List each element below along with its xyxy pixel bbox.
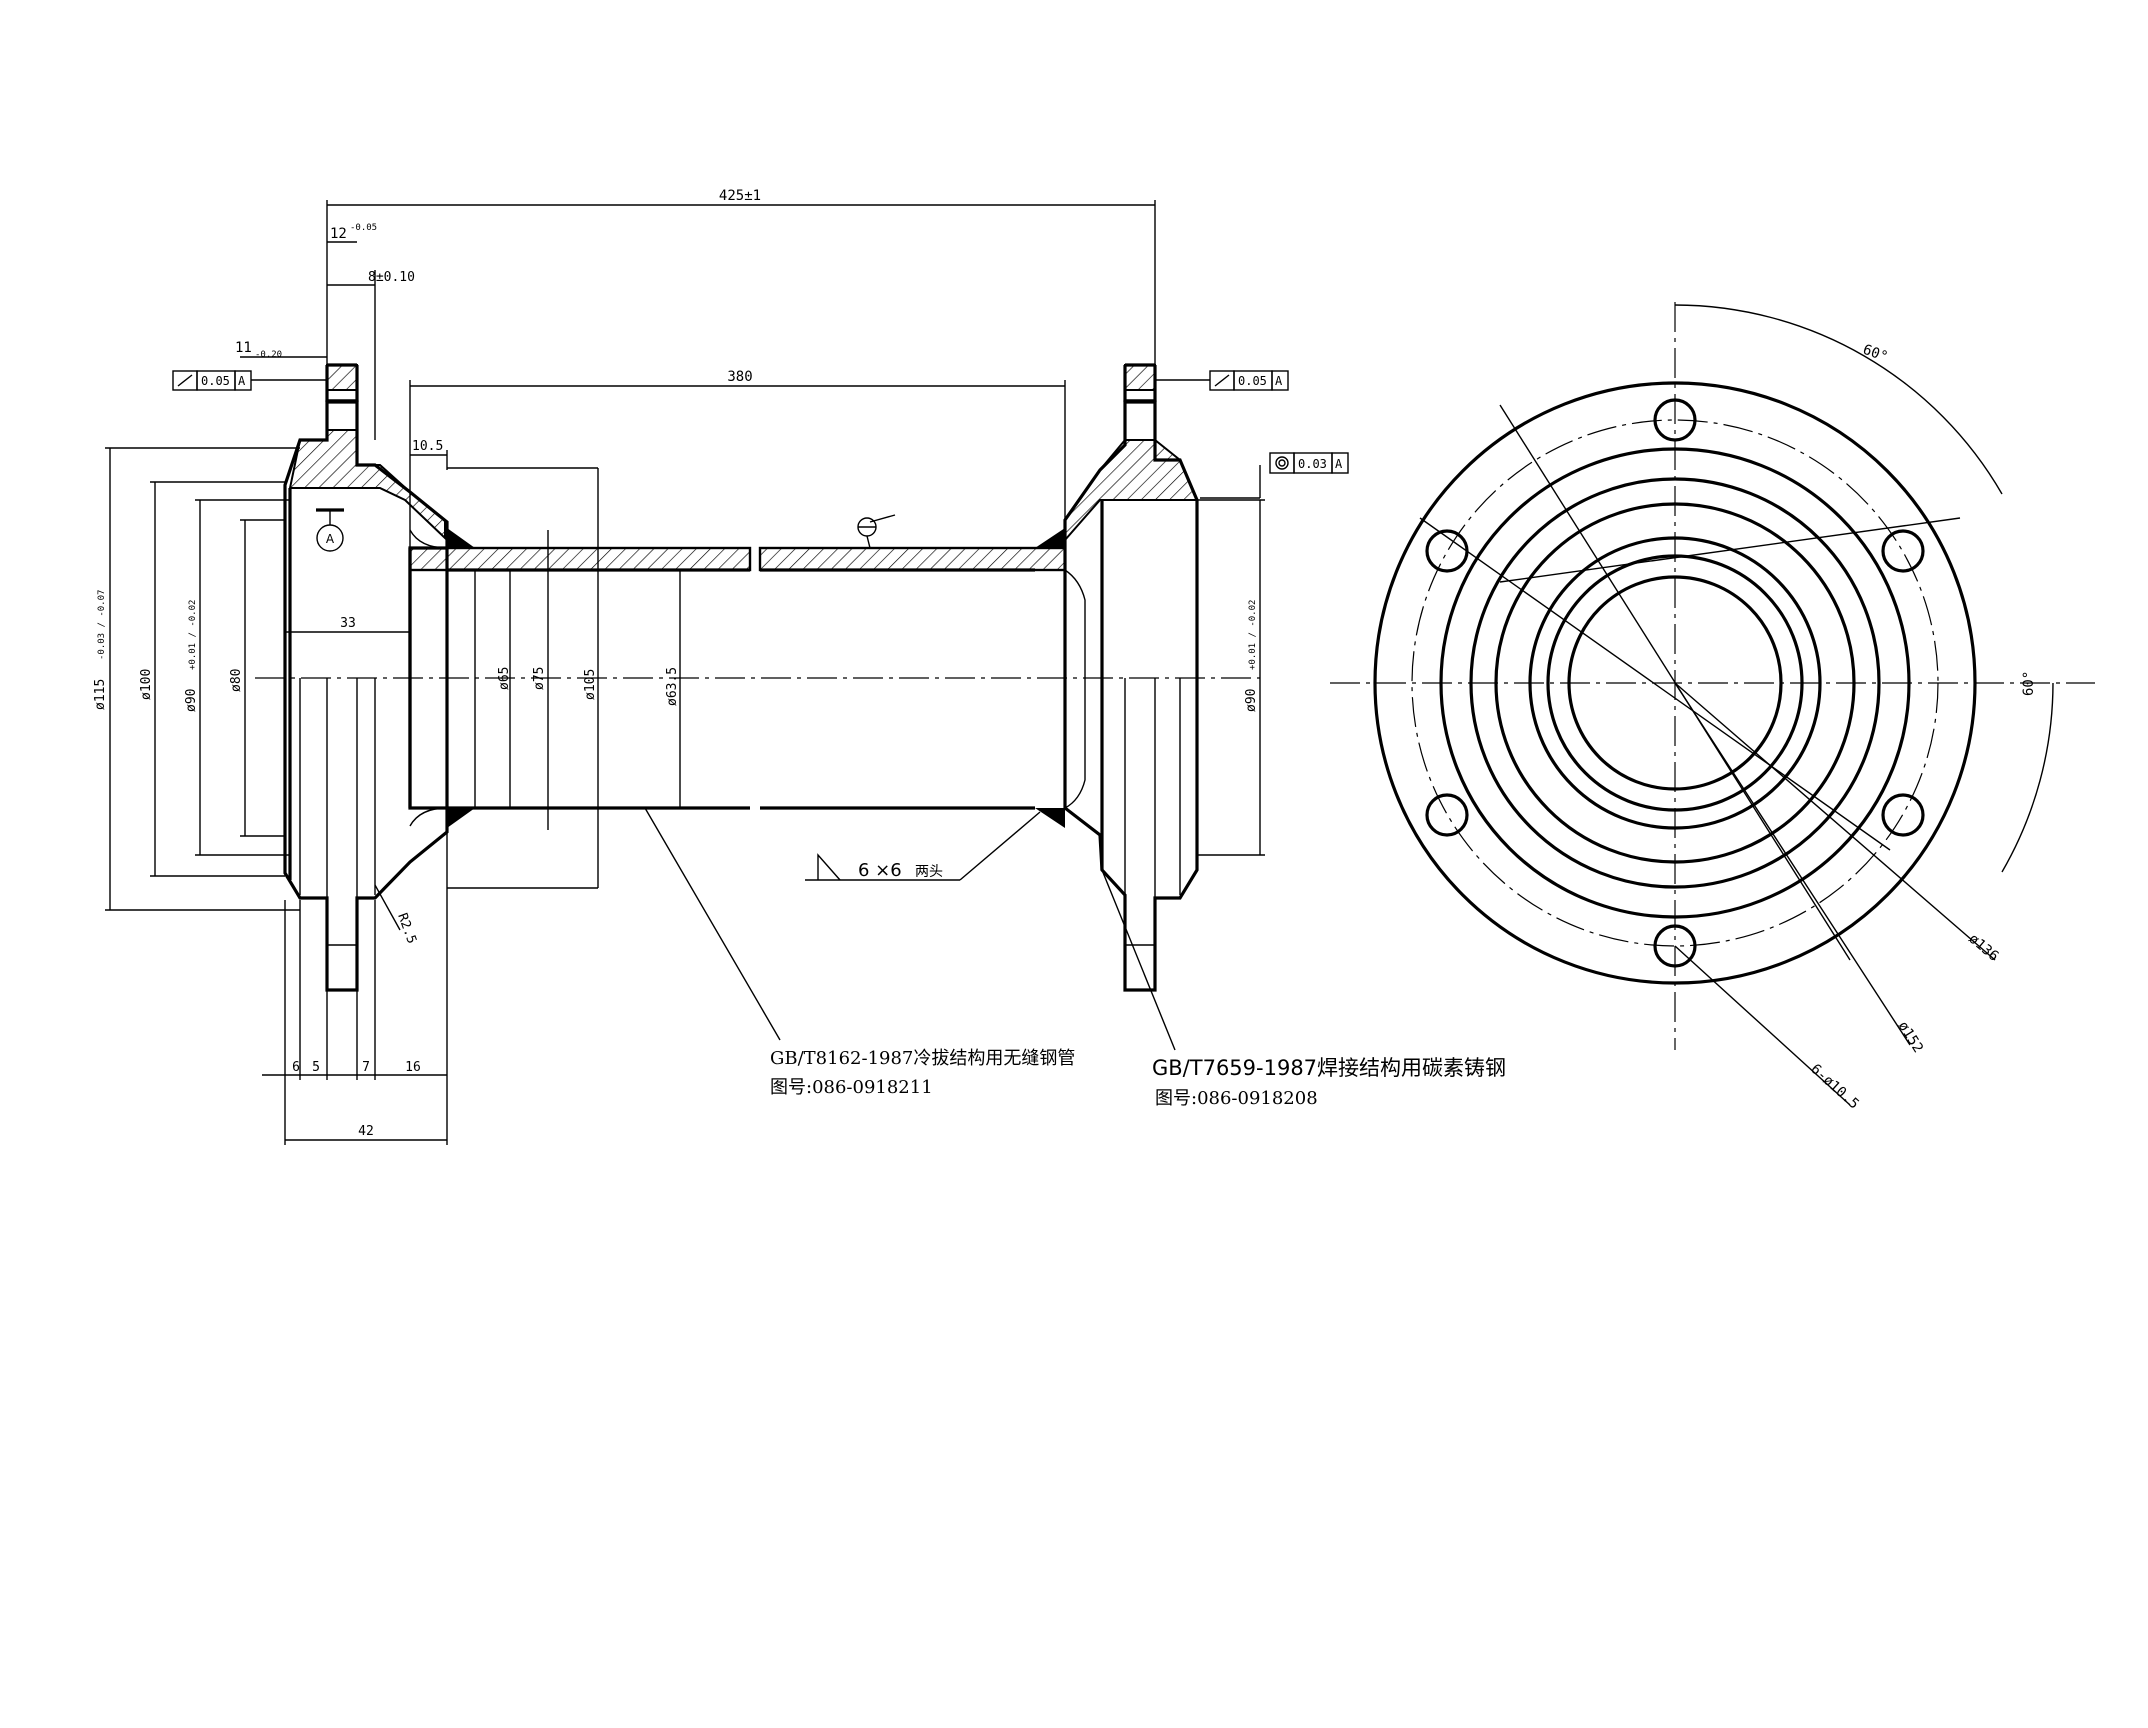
datum-a-symbol: A [316, 508, 344, 552]
weld-note-text: 两头 [915, 864, 943, 880]
label-dia-152: ø152 [1895, 1019, 1926, 1056]
pipe-leader [644, 807, 781, 1041]
label-radius: R2.5 [394, 911, 419, 946]
dim-flange-small: 12 -0.05 8±0.10 11 -0.20 [235, 223, 415, 440]
label-dia-100: ø100 [139, 669, 154, 700]
label-10-5: 10.5 [412, 439, 443, 454]
dim-pipe-length: 380 [409, 369, 1066, 548]
label-dia-75: ø75 [532, 667, 547, 690]
front-view: 60° 60° ø136 ø152 6-ø10.5 [1330, 302, 2095, 1112]
dim-33: 33 [285, 616, 410, 633]
left-runout-datum: A [238, 374, 246, 388]
label-bottom-6: 6 [292, 1060, 300, 1075]
bolt-hole [1425, 793, 1469, 837]
coaxiality-frame: 0.03 A [1200, 452, 1349, 499]
pipe [408, 528, 1067, 828]
label-angle-right: 60° [2021, 671, 2037, 696]
left-flange [283, 363, 449, 992]
dims-pipe-diameters: ø65 ø75 ø105 ø63.5 [447, 467, 681, 889]
label-bottom-5: 5 [312, 1060, 320, 1075]
pipe-spec: GB/T8162-1987冷拔结构用无缝钢管 [770, 1048, 1075, 1069]
left-runout-value: 0.05 [201, 374, 230, 388]
label-dia-90-tol-left: +0.01 / -0.02 [188, 600, 198, 670]
bolt-circle [1411, 419, 1939, 947]
label-spigot: 8±0.10 [368, 270, 415, 285]
outer-circle [1373, 381, 1977, 985]
dims-left-diameters: ø115 -0.03 / -0.07 ø100 ø90 +0.01 / -0.0… [93, 447, 300, 911]
label-dia-105: ø105 [583, 669, 598, 700]
label-dia-90-tol-right: +0.01 / -0.02 [1248, 600, 1258, 670]
pipe-drawing-no: 图号:086-0918211 [770, 1077, 933, 1098]
label-dia-115-tol: -0.03 / -0.07 [97, 590, 107, 660]
coax-datum: A [1335, 457, 1343, 471]
label-dia-90-left: ø90 [184, 689, 199, 712]
label-bottom-7: 7 [362, 1060, 370, 1075]
weld-leader-bottom: 6 ×6 两头 [805, 811, 1041, 881]
material-notes: GB/T8162-1987冷拔结构用无缝钢管 图号:086-0918211 GB… [770, 1048, 1506, 1109]
right-runout-datum: A [1275, 374, 1283, 388]
label-dia-80: ø80 [229, 669, 244, 692]
angle-arc-top [1674, 304, 2003, 495]
radius-callout: R2.5 [374, 884, 419, 946]
label-bottom-42: 42 [358, 1124, 374, 1139]
label-dia-65: ø65 [497, 667, 512, 690]
runout-right: 0.05 A [1155, 370, 1289, 391]
label-overall-length: 425±1 [719, 188, 761, 204]
label-pipe-length: 380 [727, 369, 752, 385]
label-holes: 6-ø10.5 [1807, 1061, 1862, 1112]
label-dia-115: ø115 [93, 679, 108, 710]
dim-overall-length: 425±1 [326, 188, 1156, 365]
label-bottom-16: 16 [405, 1060, 421, 1075]
coax-value: 0.03 [1298, 457, 1327, 471]
bolt-hole [1653, 398, 1697, 442]
dims-bottom: 6 5 7 16 42 [262, 830, 448, 1145]
angle-arc-right [2001, 682, 2054, 873]
label-33: 33 [340, 616, 356, 631]
right-runout-value: 0.05 [1238, 374, 1267, 388]
label-angle-top: 60° [1861, 342, 1890, 366]
label-flange-thk: 12 [330, 226, 347, 242]
label-dia-90-right: ø90 [1244, 689, 1259, 712]
label-flange-thk-tol: -0.05 [350, 223, 377, 233]
flange-drawing-no: 图号:086-0918208 [1155, 1088, 1318, 1109]
label-dia-136: ø136 [1965, 931, 2001, 965]
dim-10-5: 10.5 [410, 439, 448, 470]
flange-leader [1101, 869, 1176, 1051]
bolt-holes [1425, 398, 1925, 968]
label-offset-11-tol: -0.20 [255, 350, 282, 360]
runout-left: 0.05 A [172, 370, 327, 391]
bolt-hole [1881, 793, 1925, 837]
weld-size-text: 6 ×6 [858, 860, 902, 881]
label-dia-63-5: ø63.5 [665, 667, 680, 706]
bolt-hole [1653, 924, 1697, 968]
datum-letter: A [326, 532, 335, 546]
bolt-hole [1881, 529, 1925, 573]
dims-right-diameter: ø90 +0.01 / -0.02 [1197, 499, 1265, 856]
label-offset-11: 11 [235, 340, 252, 356]
flange-spec: GB/T7659-1987焊接结构用碳素铸钢 [1152, 1056, 1506, 1080]
side-view: 425±1 12 -0.05 8±0.10 11 -0.20 380 [93, 188, 1349, 1145]
weld-symbol-top [857, 514, 896, 549]
